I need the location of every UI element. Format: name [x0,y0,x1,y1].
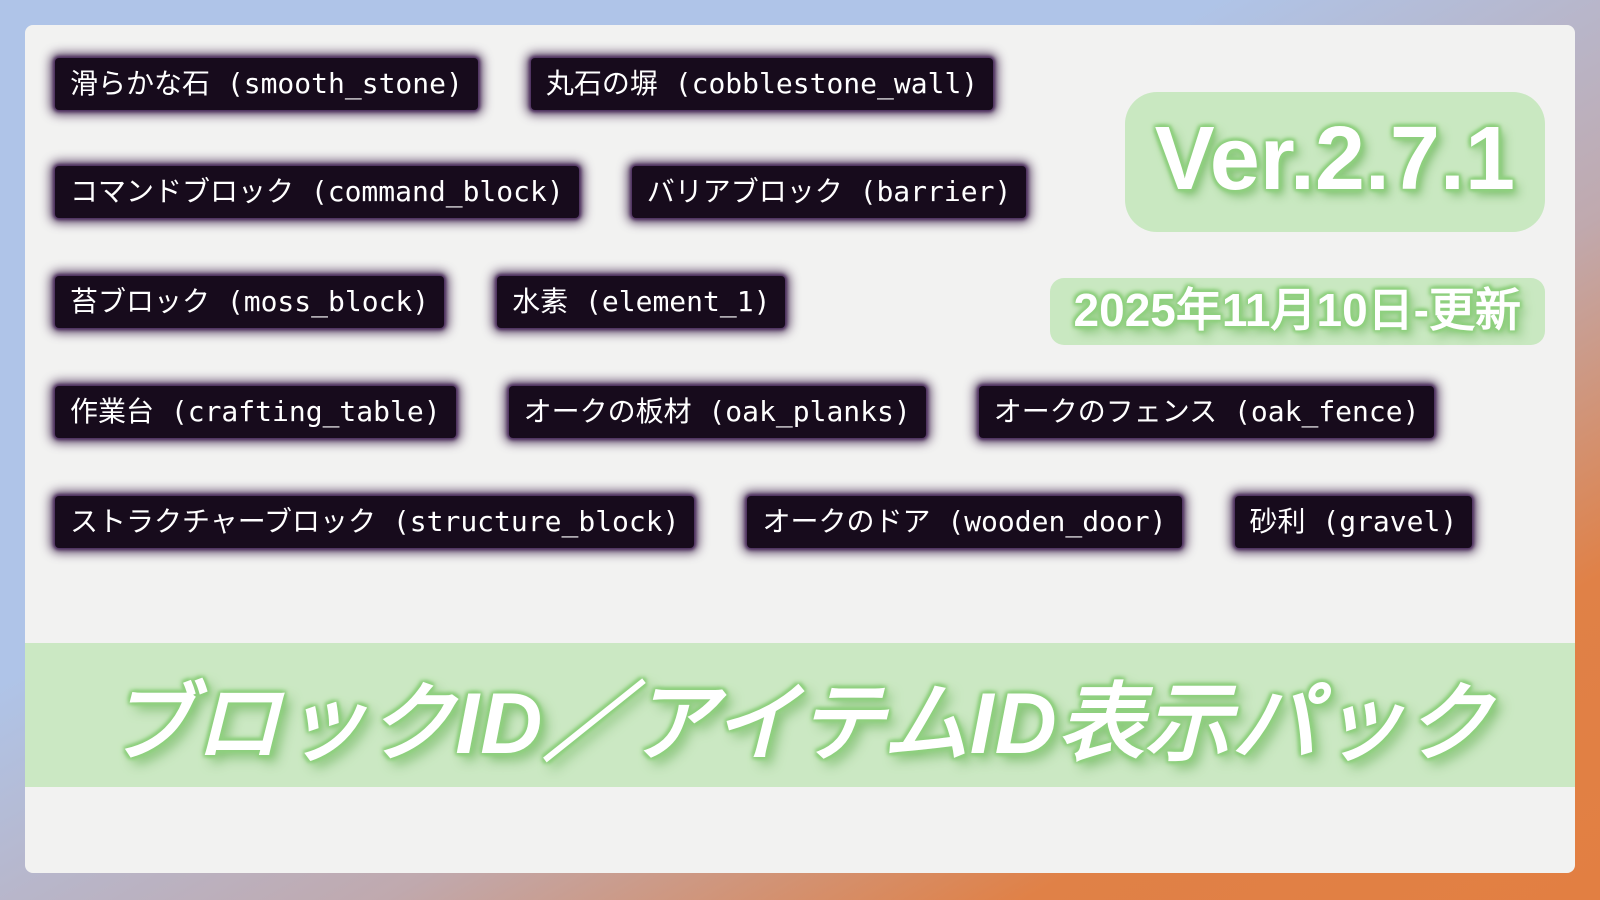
update-date-badge: 2025年11月10日-更新 [1049,278,1545,346]
tooltip-oak-fence: オークのフェンス (oak_fence) [978,386,1435,438]
tooltip-oak-planks: オークの板材 (oak_planks) [508,386,926,438]
tooltip-row-1: 滑らかな石 (smooth_stone) 丸石の塀 (cobblestone_w… [55,58,1565,110]
tooltip-row-5: ストラクチャーブロック (structure_block) オークのドア (wo… [55,496,1565,548]
pack-title: ブロックID／アイテムID表示パック [107,675,1493,772]
content-area: 滑らかな石 (smooth_stone) 丸石の塀 (cobblestone_w… [25,25,1575,873]
tooltip-smooth-stone: 滑らかな石 (smooth_stone) [55,58,478,110]
tooltip-element-1: 水素 (element_1) [497,276,786,328]
version-badge: Ver.2.7.1 [1124,92,1545,232]
tooltip-row-2: コマンドブロック (command_block) バリアブロック (barrie… [55,166,1565,218]
tooltip-wooden-door: オークのドア (wooden_door) [747,496,1182,548]
tooltip-gravel: 砂利 (gravel) [1234,496,1473,548]
tooltip-cobblestone-wall: 丸石の塀 (cobblestone_wall) [530,58,994,110]
tooltip-barrier: バリアブロック (barrier) [631,166,1027,218]
tooltip-row-3: 苔ブロック (moss_block) 水素 (element_1) [55,276,1565,328]
tooltip-moss-block: 苔ブロック (moss_block) [55,276,445,328]
tooltip-command-block: コマンドブロック (command_block) [55,166,579,218]
tooltip-row-4: 作業台 (crafting_table) オークの板材 (oak_planks)… [55,386,1565,438]
title-banner: ブロックID／アイテムID表示パック [25,643,1575,787]
tooltip-crafting-table: 作業台 (crafting_table) [55,386,456,438]
tooltip-structure-block: ストラクチャーブロック (structure_block) [55,496,695,548]
